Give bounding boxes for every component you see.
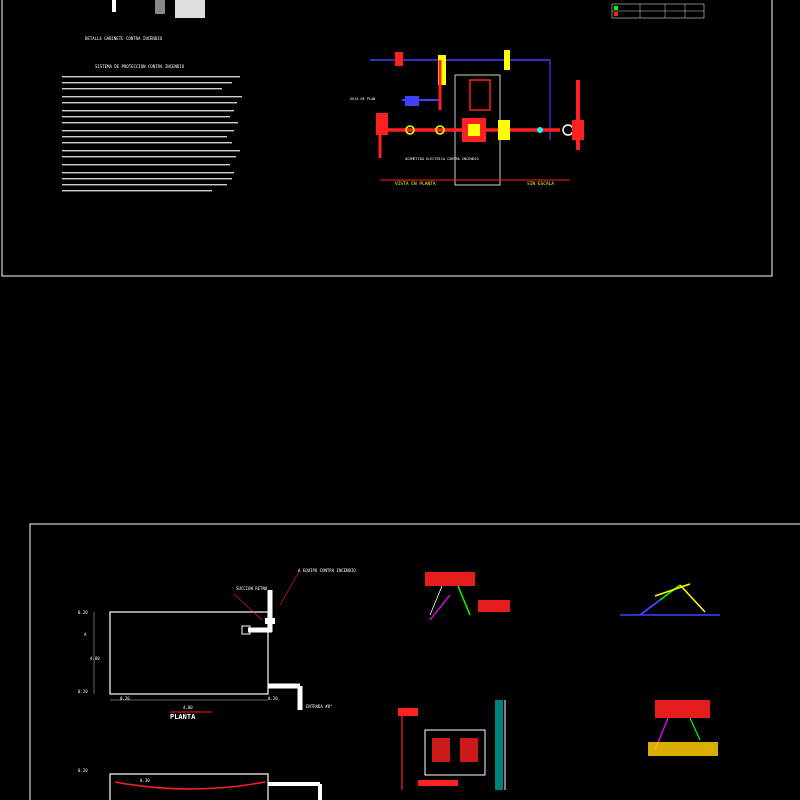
- check-valve: [562, 124, 574, 136]
- valve-red-left: [376, 113, 388, 135]
- note-line: [62, 164, 230, 166]
- top-left-detail-3: [175, 0, 205, 18]
- entrada-label: ENTRADA #8": [306, 704, 333, 709]
- valve-yellow-3: [498, 120, 510, 140]
- detail-beam-1: [425, 572, 510, 621]
- note-line: [62, 110, 234, 112]
- note-line: [62, 156, 236, 158]
- left-title: DETALLE GABINETE CONTRA INCENDIO: [85, 36, 163, 41]
- dim-bottom-right: 0.20: [268, 696, 278, 701]
- dim-a: A: [84, 632, 87, 637]
- valve-yellow-2: [504, 50, 510, 70]
- dim-section-left: 0.20: [78, 768, 88, 773]
- note-line: [62, 96, 242, 98]
- bottom-sheet-frame: [29, 523, 800, 800]
- dim-section-inner: 0.30: [140, 778, 150, 783]
- dim-bottom-width: 4.00: [183, 705, 193, 710]
- valve-red-right: [572, 120, 584, 140]
- water-level-line: [114, 781, 266, 790]
- suction-pipe: [233, 569, 303, 710]
- note-line: [62, 122, 238, 124]
- note-line: [62, 150, 240, 152]
- dim-top-left: 0.20: [78, 610, 88, 615]
- note-line: [62, 130, 234, 132]
- diagram-caption: ACOMETIDA ELECTRICA CONTRA INCENDIO: [405, 157, 479, 161]
- gauge-cyan: [537, 127, 543, 133]
- top-left-detail-2: [155, 0, 165, 14]
- label-equipo: A EQUIPO CONTRA INCENDIO: [298, 568, 356, 573]
- valve-label-left: GUIA DE PLAN: [350, 97, 375, 101]
- riser-diagram: GUIA DE PLAN ACOMETIDA ELECTRICA CONTRA …: [350, 50, 584, 186]
- bottom-right-label: SIN ESCALA: [527, 181, 554, 187]
- gauge-2: [435, 125, 445, 135]
- pump-core: [468, 124, 480, 136]
- note-line: [62, 88, 222, 90]
- top-left-detail: [112, 0, 116, 12]
- note-line: [62, 82, 232, 84]
- dim-left-middle: 4.80: [90, 656, 100, 661]
- detail-beam-2: [648, 700, 718, 756]
- dim-bottom-a: 0.20: [120, 696, 130, 701]
- note-line: [62, 116, 230, 118]
- notes-title: SISTEMA DE PROTECCION CONTRA INCENDIO: [95, 64, 185, 69]
- valve-yellow-1: [438, 55, 446, 85]
- note-line: [62, 178, 232, 180]
- plan-title: PLANTA: [170, 713, 196, 721]
- pump-controller: [469, 79, 491, 111]
- label-succion: SUCCION RETNO: [236, 586, 268, 591]
- top-sheet-frame: [1, 0, 773, 277]
- detail-pump-box: [398, 700, 506, 790]
- note-line: [62, 136, 227, 138]
- valve-red-top: [395, 52, 403, 66]
- tank-section: [109, 773, 269, 800]
- bottom-left-label: VISTA EN PLANTA: [395, 181, 436, 187]
- note-line: [62, 76, 240, 78]
- notes-block: [62, 76, 242, 192]
- note-line: [62, 102, 237, 104]
- detail-truss: [620, 583, 720, 616]
- note-line: [62, 184, 227, 186]
- note-line: [62, 142, 232, 144]
- legend-table: [611, 3, 705, 19]
- note-line: [62, 190, 212, 192]
- note-line: [62, 172, 234, 174]
- valve-blue-1: [405, 96, 419, 106]
- gauge-1: [405, 125, 415, 135]
- tank-plan: [109, 611, 269, 695]
- dim-bottom-left: 0.20: [78, 689, 88, 694]
